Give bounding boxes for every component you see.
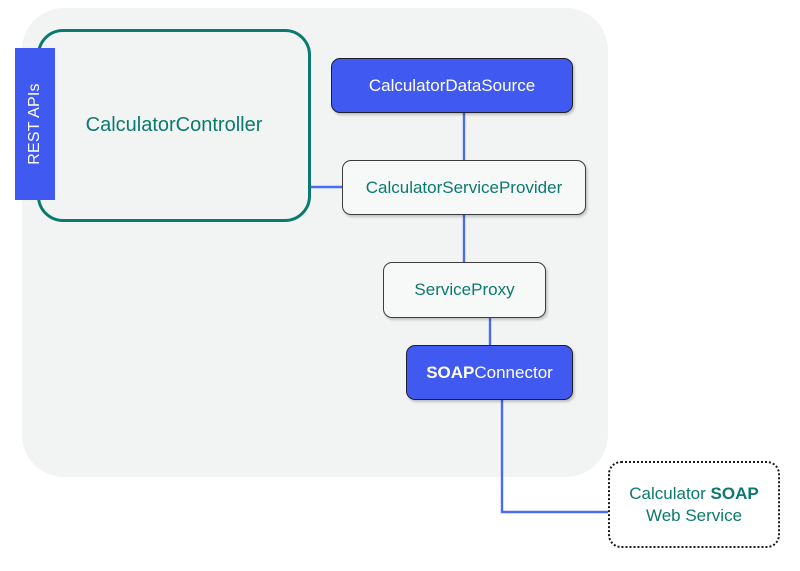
rest-apis-ribbon[interactable]: REST APIs <box>15 48 55 200</box>
node-soap-connector-label: SOAPConnector <box>426 362 553 383</box>
node-web-service-line-1: Calculator SOAP <box>629 483 758 504</box>
node-calculator-soap-web-service[interactable]: Calculator SOAP Web Service <box>608 461 780 548</box>
node-web-service-line-1-bold: SOAP <box>710 484 759 504</box>
node-calculator-data-source-label: CalculatorDataSource <box>368 75 536 95</box>
node-web-service-line-2: Web Service <box>645 505 743 525</box>
node-service-proxy[interactable]: ServiceProxy <box>383 262 546 318</box>
node-soap-connector[interactable]: SOAPConnector <box>406 345 573 400</box>
node-calculator-controller-label: CalculatorController <box>85 114 263 136</box>
node-calculator-controller[interactable]: CalculatorController <box>37 29 311 222</box>
node-soap-connector-label-rest: Connector <box>474 362 553 382</box>
node-calculator-data-source[interactable]: CalculatorDataSource <box>331 58 573 113</box>
node-calculator-service-provider-label: CalculatorServiceProvider <box>365 177 563 197</box>
node-web-service-line-1-prefix: Calculator <box>629 484 711 504</box>
node-calculator-service-provider[interactable]: CalculatorServiceProvider <box>342 160 586 215</box>
rest-apis-label: REST APIs <box>26 83 44 165</box>
node-service-proxy-label: ServiceProxy <box>414 280 515 300</box>
node-soap-connector-label-bold: SOAP <box>426 362 475 382</box>
